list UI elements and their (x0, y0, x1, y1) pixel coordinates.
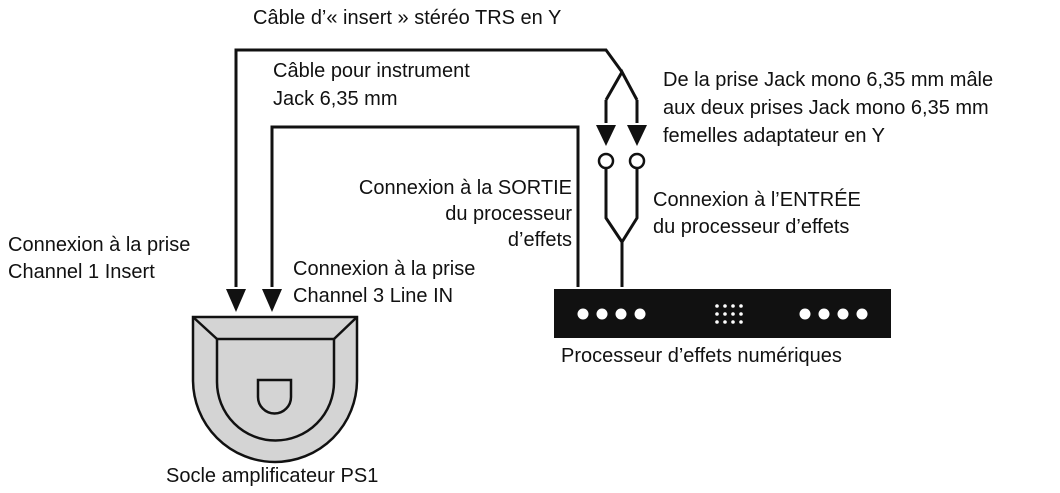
jack-circle-icon (597, 152, 615, 170)
fx-output-label-line2: du processeur (445, 203, 572, 225)
jack-circle-icon (628, 152, 646, 170)
ch1-insert-label-line2: Channel 1 Insert (8, 261, 155, 283)
amplifier-base-icon (191, 315, 359, 464)
amp-base-label: Socle amplificateur PS1 (166, 465, 378, 487)
arrow-down-icon (627, 125, 647, 146)
processor-label: Processeur d’effets numériques (561, 345, 842, 367)
processor-center-grid (715, 304, 743, 324)
fx-input-label-line1: Connexion à l’ENTRÉE (653, 188, 861, 211)
arrow-down-icon (226, 289, 246, 312)
y-adapter-label-line3: femelles adaptateur en Y (663, 125, 885, 147)
amp-bevel-left (192, 316, 218, 340)
y-adapter-label-line1: De la prise Jack mono 6,35 mm mâle (663, 69, 993, 91)
arrow-down-icon (596, 125, 616, 146)
ch3-line-in-label-line1: Connexion à la prise (293, 258, 475, 280)
y-adapter-right (620, 169, 639, 243)
y-adapter-label-line2: aux deux prises Jack mono 6,35 mm (663, 97, 989, 119)
arrow-down-icon (262, 289, 282, 312)
y-insert-cable-line (234, 48, 624, 287)
fx-output-label-line3: d’effets (508, 229, 572, 251)
amp-bevel-right (333, 316, 358, 340)
y-split-top (604, 68, 639, 101)
ch3-line-in-label-line2: Channel 3 Line IN (293, 285, 453, 307)
amp-dome (256, 378, 293, 415)
arrows (226, 125, 647, 312)
y-insert-cable-label: Câble d’« insert » stéréo TRS en Y (253, 7, 561, 29)
processor-body (554, 289, 891, 338)
ch1-insert-label-line1: Connexion à la prise (8, 234, 190, 256)
cables (234, 48, 639, 287)
jack-circles (597, 152, 646, 170)
processor-right-knobs (799, 308, 868, 320)
instrument-cable-line (270, 125, 580, 287)
y-adapter-left (604, 169, 624, 243)
instrument-cable-label-line2: Jack 6,35 mm (273, 88, 397, 110)
instrument-cable-label-line1: Câble pour instrument (273, 60, 470, 82)
fx-output-label-line1: Connexion à la SORTIE (359, 177, 572, 199)
fx-input-label-line2: du processeur d’effets (653, 216, 849, 238)
processor-left-knobs (577, 308, 646, 320)
effects-processor-icon (554, 289, 891, 338)
